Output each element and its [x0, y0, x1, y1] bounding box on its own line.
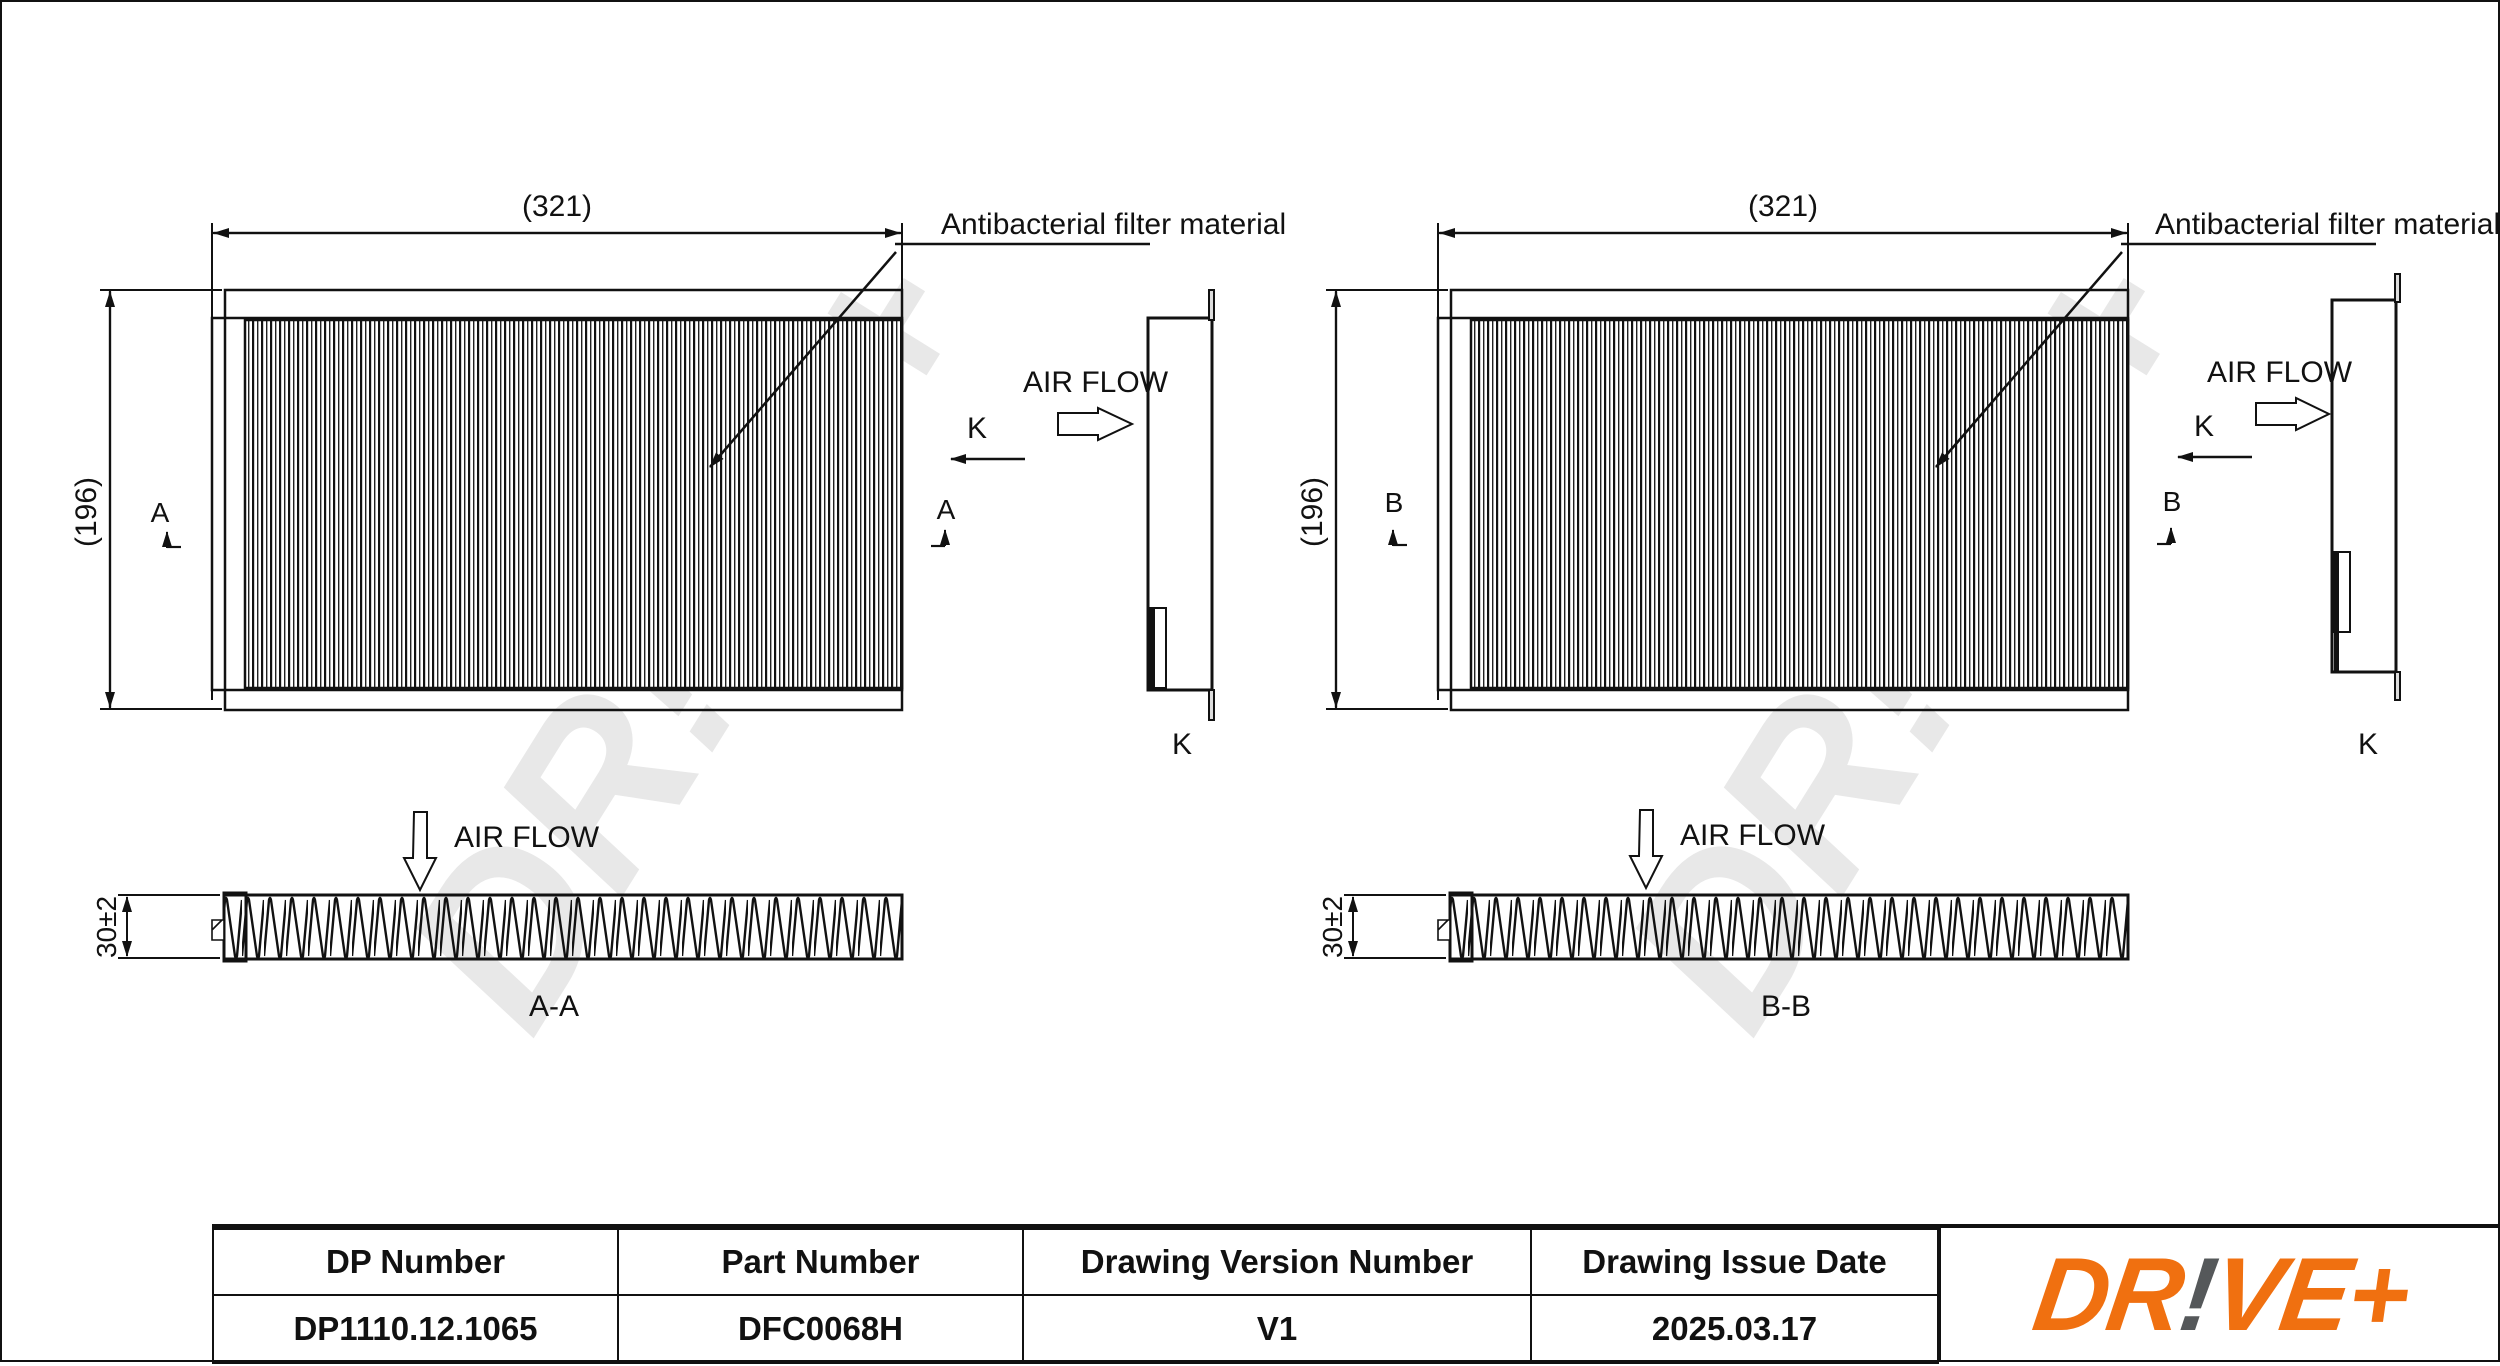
- right-filter-view: (321) (196) Antibacterial filter materia…: [1296, 190, 2500, 1023]
- side-view-caption: K: [2358, 728, 2378, 761]
- section-air-flow-label: AIR FLOW: [1680, 819, 1826, 852]
- height-dimension: (196): [1296, 477, 1329, 547]
- drive-plus-logo: DR!VE+: [1939, 1228, 2500, 1362]
- left-filter-view: (321) (196) Antibacterial filter materia…: [70, 190, 1286, 1023]
- header-issue-date: Drawing Issue Date: [1530, 1228, 1939, 1296]
- title-block-table: DP Number Part Number Drawing Version Nu…: [212, 1228, 1939, 1364]
- material-callout: Antibacterial filter material: [941, 208, 1286, 241]
- section-marker-right: A: [937, 494, 956, 525]
- section-air-flow-label: AIR FLOW: [454, 821, 600, 854]
- section-marker-right: B: [2163, 486, 2182, 517]
- air-flow-label: AIR FLOW: [2207, 356, 2353, 389]
- view-k-label: K: [2194, 410, 2214, 443]
- material-callout: Antibacterial filter material: [2155, 208, 2500, 241]
- side-view-caption: K: [1172, 728, 1192, 761]
- section-b-b: AIR FLOW 30±2: [1317, 809, 2130, 963]
- view-k-label: K: [967, 412, 987, 445]
- section-caption: B-B: [1761, 990, 1811, 1023]
- height-dimension: (196): [70, 477, 103, 547]
- side-view-k: [1146, 289, 1215, 721]
- section-caption: A-A: [529, 990, 579, 1023]
- side-view-k: [2330, 273, 2401, 701]
- value-part-number: DFC0068H: [617, 1294, 1024, 1364]
- header-drawing-version: Drawing Version Number: [1022, 1228, 1532, 1296]
- value-dp-number: DP1110.12.1065: [212, 1294, 619, 1364]
- header-dp-number: DP Number: [212, 1228, 619, 1296]
- section-a-a: AIR FLOW 30±2: [91, 811, 904, 963]
- value-drawing-version: V1: [1022, 1294, 1532, 1364]
- thickness-dimension: 30±2: [1317, 896, 1348, 958]
- value-issue-date: 2025.03.17: [1530, 1294, 1939, 1364]
- section-marker-left: A: [151, 497, 170, 528]
- air-flow-label: AIR FLOW: [1023, 366, 1169, 399]
- section-marker-left: B: [1385, 487, 1404, 518]
- logo-wordmark: DR!VE+: [2027, 1236, 2416, 1353]
- width-dimension: (321): [1748, 190, 1818, 223]
- thickness-dimension: 30±2: [91, 896, 122, 958]
- width-dimension: (321): [522, 190, 592, 223]
- header-part-number: Part Number: [617, 1228, 1024, 1296]
- title-block: DP Number Part Number Drawing Version Nu…: [212, 1224, 2500, 1366]
